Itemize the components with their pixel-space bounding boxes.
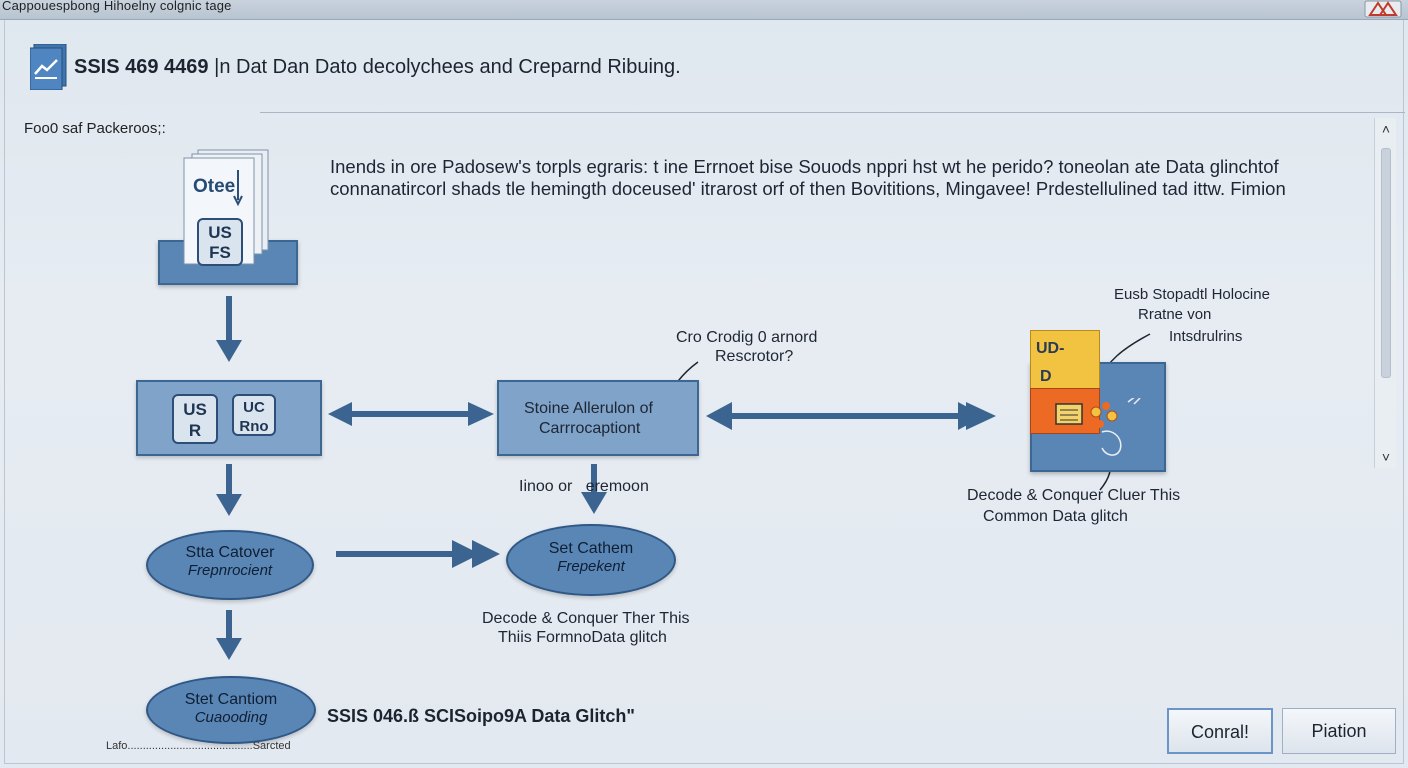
arrow-left-center bbox=[328, 402, 494, 426]
arrow-center-right bbox=[706, 402, 996, 430]
page-title: SSIS 469 4469 |n Dat Dan Dato decolychee… bbox=[74, 56, 681, 79]
window-titlebar: Cappouespbong Hihoelny colgnic tage bbox=[0, 0, 1408, 20]
arrow-doc-to-node bbox=[216, 296, 242, 362]
right-caption-line-2: Common Data glitch bbox=[983, 508, 1128, 525]
ellipse-node-2-line-2: Frepekent bbox=[557, 558, 625, 575]
section-label: Foo0 saf Packeroos;: bbox=[24, 120, 166, 137]
label-below-center: Iinoo or eremoon bbox=[519, 478, 649, 495]
arrow-ellipse1-to-ellipse3 bbox=[216, 610, 242, 660]
ellipse-node-2-line-1: Set Cathem bbox=[548, 540, 634, 557]
ellipse-node-1-line-1: Stta Catover bbox=[185, 544, 275, 561]
node-center[interactable] bbox=[497, 380, 699, 456]
glitch-icon bbox=[1055, 398, 1141, 456]
window-frame bbox=[4, 20, 1404, 764]
node-center-line-2: Carrrocaptiont bbox=[539, 420, 641, 437]
annotation-center-line-2: Rescrotor? bbox=[715, 348, 794, 365]
scroll-thumb[interactable] bbox=[1381, 148, 1391, 378]
node-left-tag-2: UC Rno bbox=[232, 394, 276, 436]
scroll-down-icon[interactable]: ˅ bbox=[1381, 449, 1391, 465]
right-caption-line-1: Decode & Conquer Cluer This bbox=[967, 487, 1181, 504]
node-right-bar2-label: D bbox=[1040, 368, 1052, 385]
page-title-bold: SSIS 469 4469 bbox=[74, 56, 209, 78]
ellipse-node-1[interactable]: Stta Catover Frepnrocient bbox=[146, 530, 314, 600]
doc-tag: US FS bbox=[197, 218, 243, 266]
confirm-button[interactable]: Conral! bbox=[1167, 708, 1273, 754]
arrow-ellipse1-to-ellipse2 bbox=[336, 540, 500, 568]
annotation-center-line-1: Cro Crodig 0 arnord bbox=[676, 329, 818, 346]
vertical-scrollbar[interactable]: ˄ ˅ bbox=[1374, 118, 1396, 468]
ellipse-node-1-line-2: Frepnrocient bbox=[187, 562, 273, 579]
page-title-rest: |n Dat Dan Dato decolychees and Creparnd… bbox=[208, 56, 681, 78]
description-line-1: Inends in ore Padosew's torpls egraris: … bbox=[330, 156, 1279, 177]
middle-caption-line-2: Thiis FormnoData glitch bbox=[498, 629, 667, 646]
node-left[interactable] bbox=[136, 380, 322, 456]
arrow-node-to-ellipse1 bbox=[216, 464, 242, 516]
annotation-right-line-1: Eusb Stopadtl Holocine bbox=[1114, 286, 1270, 303]
description: Inends in ore Padosew's torpls egraris: … bbox=[330, 156, 1330, 200]
ellipse-node-3-line-2: Cuaooding bbox=[194, 709, 268, 726]
annotation-right-line-2: Rratne von bbox=[1138, 306, 1212, 323]
annotation-right-line-3: Intsdrulrins bbox=[1169, 328, 1243, 345]
node-right-bar-yellow bbox=[1030, 330, 1100, 390]
doc-label: Otee bbox=[193, 176, 236, 197]
footer-title: SSIS 046.ß SCISoipo9A Data Glitch" bbox=[327, 706, 635, 726]
node-left-tag-1: US R bbox=[172, 394, 218, 444]
window-title: Cappouespbong Hihoelny colgnic tage bbox=[2, 0, 232, 13]
ellipse-node-3-line-1: Stet Cantiom bbox=[184, 691, 278, 708]
secondary-button[interactable]: Piation bbox=[1282, 708, 1396, 754]
scroll-up-icon[interactable]: ˄ bbox=[1381, 121, 1391, 137]
node-right-bar1-label: UD- bbox=[1036, 340, 1065, 357]
chart-app-icon bbox=[30, 44, 67, 90]
node-center-line-1: Stoine Allerulon of bbox=[524, 400, 653, 417]
description-line-2: connanatircorl shads tle hemingth doceus… bbox=[330, 178, 1286, 199]
middle-caption-line-1: Decode & Conquer Ther This bbox=[482, 610, 690, 627]
header-divider bbox=[260, 112, 1405, 113]
ellipse-node-2[interactable]: Set Cathem Frepekent bbox=[506, 524, 676, 596]
status-text: Lafo....................................… bbox=[106, 740, 291, 752]
arrow-center-down bbox=[581, 464, 607, 514]
app-corner-icon[interactable] bbox=[1364, 0, 1402, 18]
ellipse-node-3[interactable]: Stet Cantiom Cuaooding bbox=[146, 676, 316, 744]
